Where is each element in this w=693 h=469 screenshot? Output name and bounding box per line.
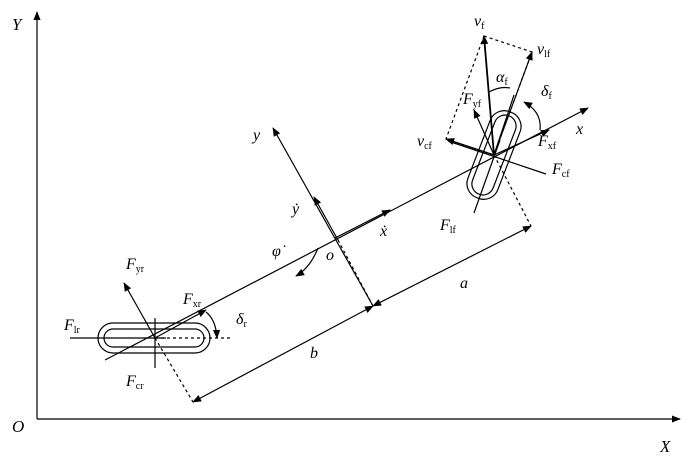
origin-label: O	[12, 417, 24, 436]
f-yr-arrow	[123, 282, 156, 339]
global-x-label: X	[659, 437, 671, 456]
dimension-a-label: a	[460, 275, 468, 292]
yaw-rate-arc	[295, 247, 319, 277]
dimension-b-label: b	[310, 345, 318, 362]
phi-dot-label: φ̇	[272, 243, 286, 260]
delta-r-label: δr	[236, 311, 247, 330]
v-lf-label: vlf	[537, 41, 551, 60]
f-lf-line	[473, 139, 501, 214]
x-dot-arrow	[334, 209, 391, 239]
ext-line-rear	[154, 337, 194, 403]
f-cr-label: Fcr	[125, 373, 144, 392]
f-yf-label: Fyf	[462, 91, 482, 110]
body-x-label: x	[575, 121, 583, 138]
v-f-arrow	[481, 35, 495, 156]
y-dot-label: ẏ	[290, 201, 300, 218]
f-xf-arrow	[493, 129, 550, 156]
dimension-a	[372, 225, 532, 307]
v-cf-label: vcf	[417, 133, 433, 152]
front-velocity-triangle	[445, 35, 533, 156]
f-lf-label: Flf	[439, 217, 457, 236]
delta-f-arc	[523, 101, 541, 131]
delta-r-arc	[205, 311, 221, 339]
cg-label: o	[326, 247, 334, 264]
f-cf-line	[447, 140, 547, 175]
x-dot-label: ẋ	[379, 223, 388, 240]
f-yr-label: Fyr	[125, 256, 145, 275]
ext-line-cg	[337, 239, 374, 307]
f-yf-arrow	[473, 109, 495, 156]
ext-line-front	[493, 154, 532, 227]
body-y-axis	[272, 127, 374, 307]
f-lr-label: Flr	[63, 317, 81, 336]
global-y-label: Y	[12, 15, 23, 34]
f-xr-arrow	[154, 309, 207, 339]
v-f-label: vf	[474, 13, 485, 32]
alpha-f-arc	[488, 86, 511, 93]
delta-f-label: δf	[541, 83, 552, 102]
body-y-label: y	[251, 127, 261, 144]
y-dot-arrow	[313, 196, 339, 241]
f-xr-label: Fxr	[182, 291, 202, 310]
v-cf-arrow	[445, 138, 495, 156]
alpha-f-label: αf	[496, 69, 508, 88]
f-cf-label: Fcf	[551, 161, 570, 180]
dimension-b	[192, 305, 374, 403]
f-xf-label: Fxf	[537, 133, 557, 152]
wheel-heading-line	[493, 94, 515, 156]
